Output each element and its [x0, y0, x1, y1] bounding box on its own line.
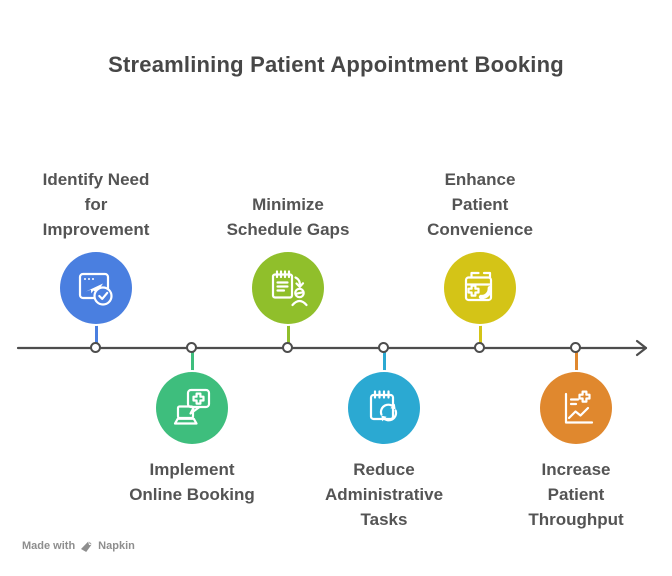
- napkin-logo-icon: [81, 540, 93, 552]
- watermark: Made with Napkin: [22, 538, 135, 554]
- calendar-medical-phone-icon: [464, 271, 493, 302]
- node-connector-dot: [90, 342, 101, 353]
- node-stem: [575, 352, 578, 374]
- node-stem: [95, 321, 98, 344]
- timeline-arrow-line: [16, 339, 648, 357]
- growth-chart-medical-icon: [564, 390, 594, 424]
- schedule-assign-person-icon: [271, 270, 308, 307]
- page-title: Streamlining Patient Appointment Booking: [108, 52, 564, 77]
- node-connector-dot: [282, 342, 293, 353]
- node-connector-dot: [474, 342, 485, 353]
- laptop-medical-chat-icon: [173, 388, 211, 425]
- node-stem: [383, 352, 386, 374]
- node-stem: [479, 321, 482, 344]
- node-stem: [287, 321, 290, 344]
- node-stem: [191, 352, 194, 374]
- node-icon-circle: [540, 372, 612, 444]
- node-label: Identify Need for Improvement: [42, 170, 150, 239]
- node-icon-circle: [348, 372, 420, 444]
- notepad-sync-icon: [369, 390, 398, 422]
- node-icon-circle: [444, 252, 516, 324]
- node-icon-circle: [156, 372, 228, 444]
- node-label: Minimize Schedule Gaps: [226, 195, 350, 239]
- node-label: Reduce Administrative Tasks: [324, 460, 444, 529]
- node-label: Implement Online Booking: [129, 460, 255, 504]
- node-label: Enhance Patient Convenience: [427, 170, 533, 239]
- node-connector-dot: [570, 342, 581, 353]
- node-connector-dot: [378, 342, 389, 353]
- watermark-brand: Napkin: [98, 540, 135, 552]
- node-icon-circle: [60, 252, 132, 324]
- booking-window-plane-check-icon: [78, 272, 113, 306]
- watermark-prefix: Made with: [22, 540, 76, 552]
- node-connector-dot: [186, 342, 197, 353]
- node-icon-circle: [252, 252, 324, 324]
- node-label: Increase Patient Throughput: [528, 460, 624, 529]
